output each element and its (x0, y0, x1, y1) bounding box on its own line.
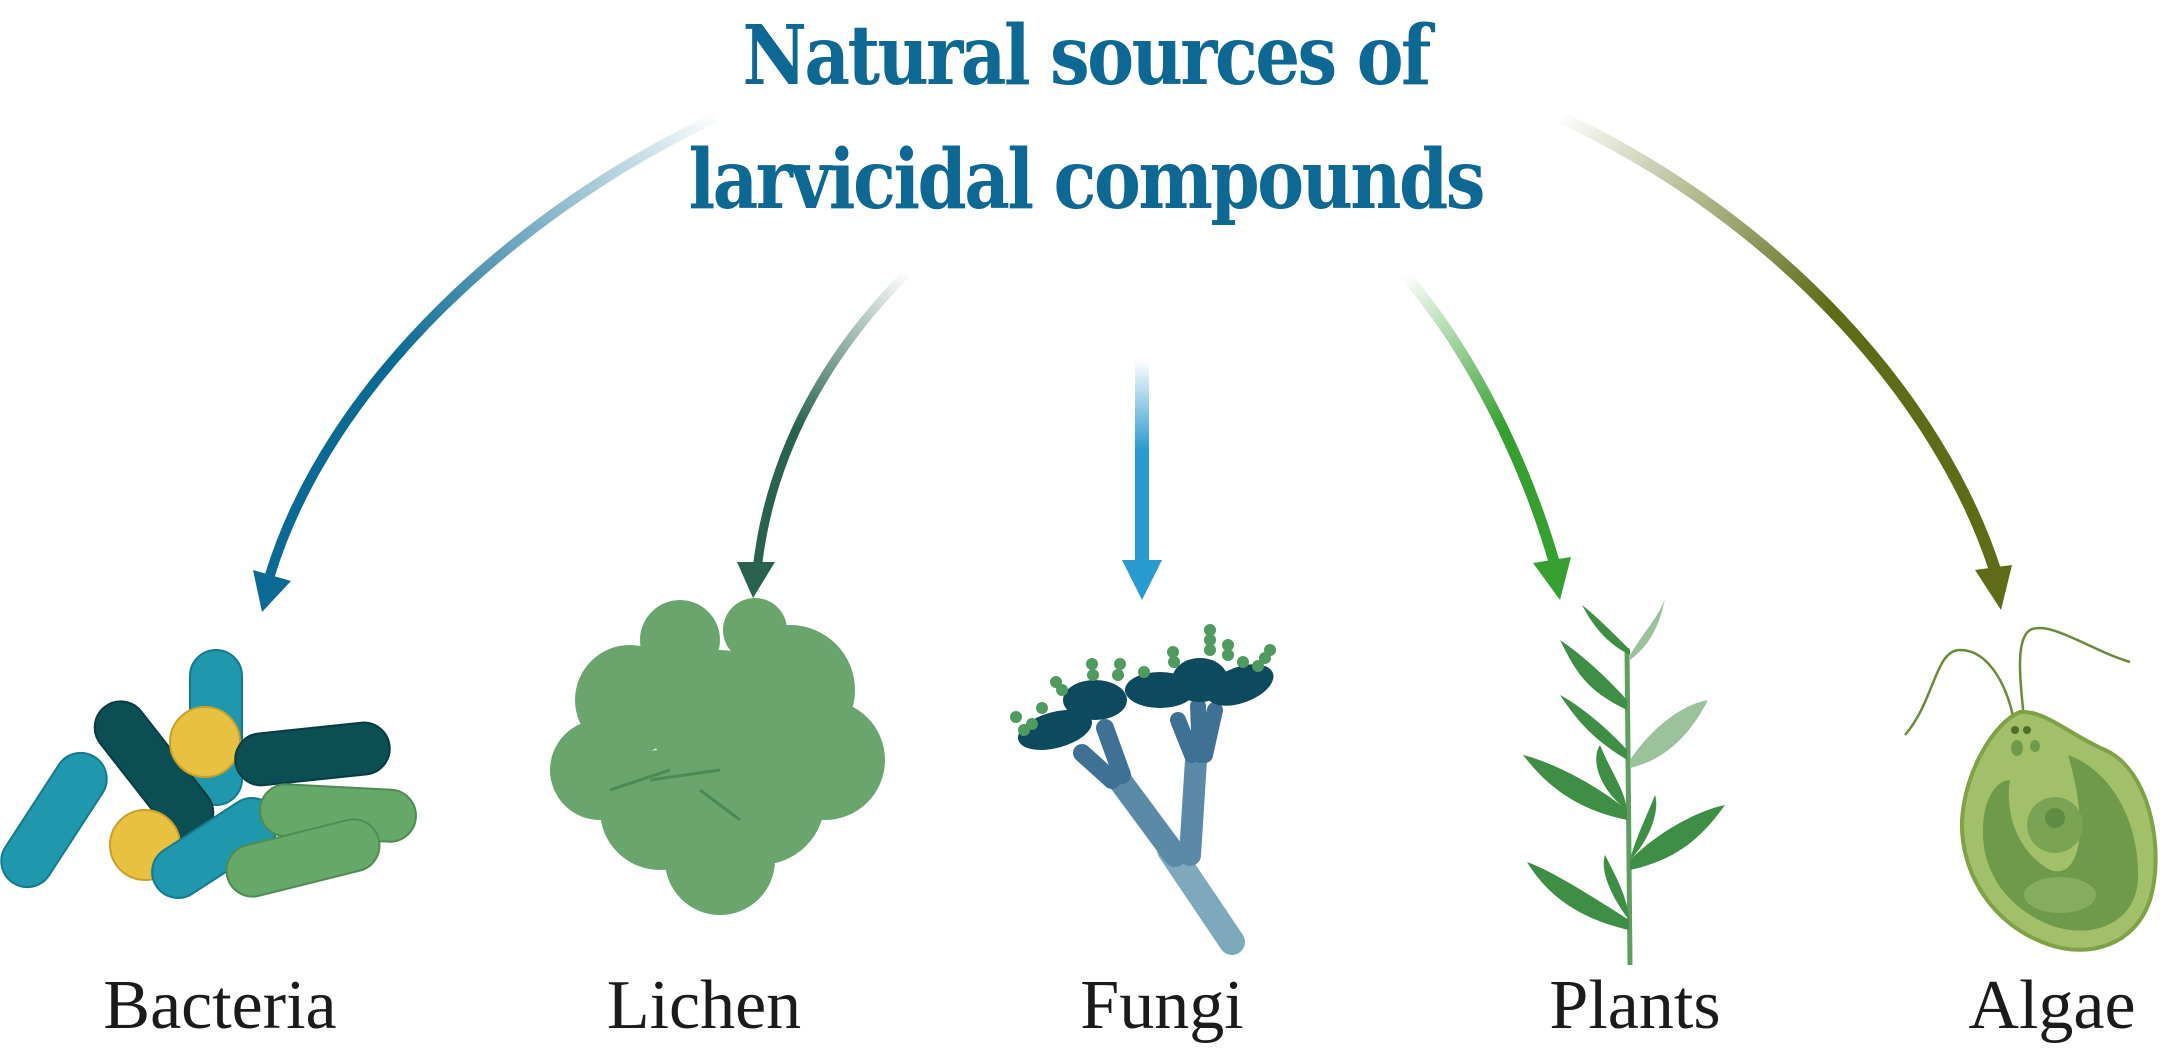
title-line-2: larvicidal compounds (688, 132, 1485, 228)
label-lichen: Lichen (606, 967, 802, 1044)
arrow-to-fungi (1122, 360, 1162, 600)
label-plants: Plants (1549, 967, 1721, 1044)
fungi-icon (1010, 624, 1276, 955)
algae-icon (1904, 626, 2158, 952)
title-line-1: Natural sources of (742, 8, 1431, 104)
label-fungi: Fungi (1080, 967, 1244, 1044)
label-algae: Algae (1968, 967, 2136, 1044)
arrow-to-lichen (737, 268, 912, 598)
arrow-to-bacteria (253, 113, 718, 612)
plant-icon (1523, 598, 1725, 966)
diagram-title: Natural sources of larvicidal compounds (155, 0, 2017, 242)
arrow-to-plants (1400, 271, 1571, 600)
lichen-icon (550, 598, 885, 915)
bacteria-icon (0, 649, 417, 899)
arrow-to-algae (1559, 112, 2012, 610)
label-bacteria: Bacteria (103, 967, 337, 1044)
